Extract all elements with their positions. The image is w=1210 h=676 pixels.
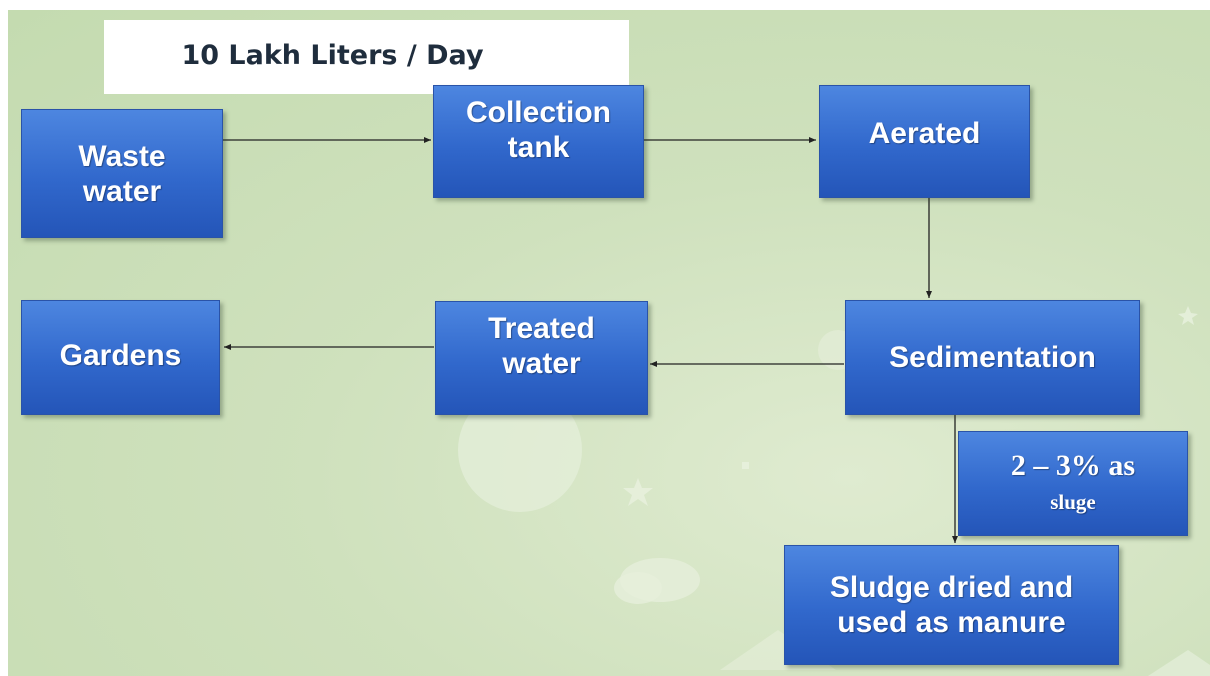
- node-waste-water: Waste water: [21, 109, 223, 238]
- node-collection-tank: Collection tank: [433, 85, 644, 198]
- node-label: Sedimentation: [889, 341, 1096, 374]
- node-label: Gardens: [59, 339, 182, 372]
- node-aerated: Aerated: [819, 85, 1030, 198]
- decor-star: [623, 478, 653, 506]
- sludge-note-line1: 2 – 3% as: [1010, 448, 1136, 482]
- node-label: Aerated: [868, 117, 981, 150]
- decor-star-small: [1178, 306, 1198, 325]
- sludge-percentage-note: 2 – 3% as sluge: [958, 431, 1188, 536]
- diagram-title: 10 Lakh Liters / Day: [181, 39, 484, 71]
- node-label: Collection tank: [465, 95, 611, 164]
- node-sedimentation: Sedimentation: [845, 300, 1140, 415]
- title-box: 10 Lakh Liters / Day: [104, 20, 629, 94]
- node-treated-water: Treated water: [435, 301, 648, 415]
- node-label: Treated water: [488, 312, 595, 380]
- node-sludge-dried: Sludge dried and used as manure: [784, 545, 1119, 665]
- decor-circle: [458, 388, 582, 512]
- background-decoration: [458, 306, 1210, 676]
- decor-cloud-part: [614, 572, 662, 604]
- decor-roof-right: [1148, 650, 1210, 676]
- node-label: Sludge dried and used as manure: [829, 571, 1074, 639]
- node-gardens: Gardens: [21, 300, 220, 415]
- decor-dot: [742, 462, 749, 469]
- sludge-note-line2: sluge: [1050, 489, 1096, 514]
- node-label: Waste water: [78, 139, 166, 208]
